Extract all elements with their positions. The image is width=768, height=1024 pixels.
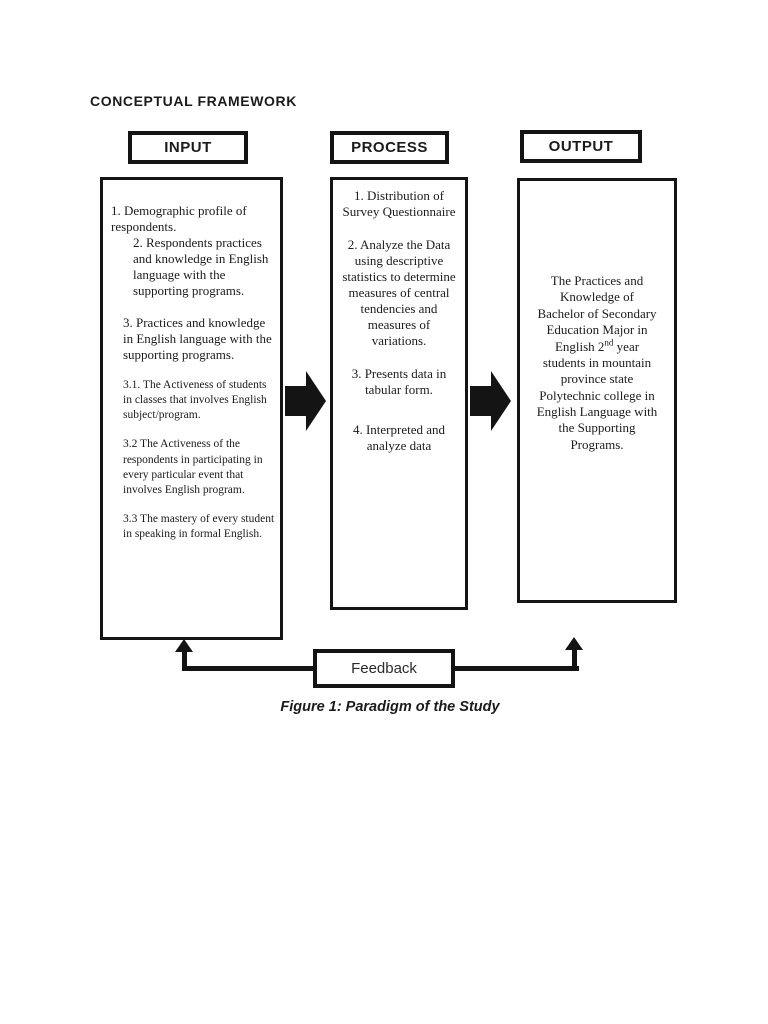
input-item-3-3: 3.3 The mastery of every student in spea…	[123, 513, 275, 541]
flow-arrow-icon-process-to-output	[470, 371, 511, 431]
up-arrow-icon-left	[175, 639, 193, 652]
input-item-3-1: 3.1. The Activeness of students in class…	[123, 378, 267, 422]
process-item-4: 4. Interpreted and analyze data	[352, 421, 446, 453]
output-text-end: year students in mountain province state…	[536, 338, 658, 452]
feedback-box: Feedback	[313, 649, 455, 688]
output-box: The Practices and Knowledge of Bachelor …	[517, 178, 677, 603]
input-item-1: 1. Demographic profile of respondents.	[111, 203, 247, 234]
process-box: 1. Distribution of Survey Questionnaire …	[330, 177, 468, 610]
output-header-box: OUTPUT	[520, 130, 642, 163]
input-box: 1. Demographic profile of respondents. 2…	[100, 177, 283, 640]
process-item-3: 3. Presents data in tabular form.	[351, 365, 447, 397]
feedback-left-line	[182, 650, 187, 671]
output-text-superscript: nd	[604, 337, 614, 348]
feedback-label: Feedback	[351, 660, 417, 677]
input-item-3: 3. Practices and knowledge in English la…	[123, 314, 272, 362]
process-header-label: PROCESS	[351, 139, 428, 156]
input-item-3-2: 3.2 The Activeness of the respondents in…	[123, 438, 263, 496]
figure-caption: Figure 1: Paradigm of the Study	[280, 699, 500, 715]
feedback-right-line	[572, 648, 577, 671]
process-item-2: 2. Analyze the Data using descriptive st…	[342, 236, 456, 348]
flow-arrow-icon-input-to-process	[285, 371, 326, 431]
up-arrow-icon-right	[565, 637, 583, 650]
input-header-label: INPUT	[164, 139, 212, 156]
output-text: The Practices and Knowledge of Bachelor …	[536, 273, 658, 453]
output-text-start: The Practices and Knowledge of Bachelor …	[537, 273, 657, 354]
process-header-box: PROCESS	[330, 131, 449, 164]
process-item-1: 1. Distribution of Survey Questionnaire	[342, 188, 456, 219]
input-item-2: 2. Respondents practices and knowledge i…	[133, 234, 269, 298]
output-header-label: OUTPUT	[548, 138, 614, 155]
input-header-box: INPUT	[128, 131, 248, 164]
page-title: CONCEPTUAL FRAMEWORK	[90, 93, 297, 109]
